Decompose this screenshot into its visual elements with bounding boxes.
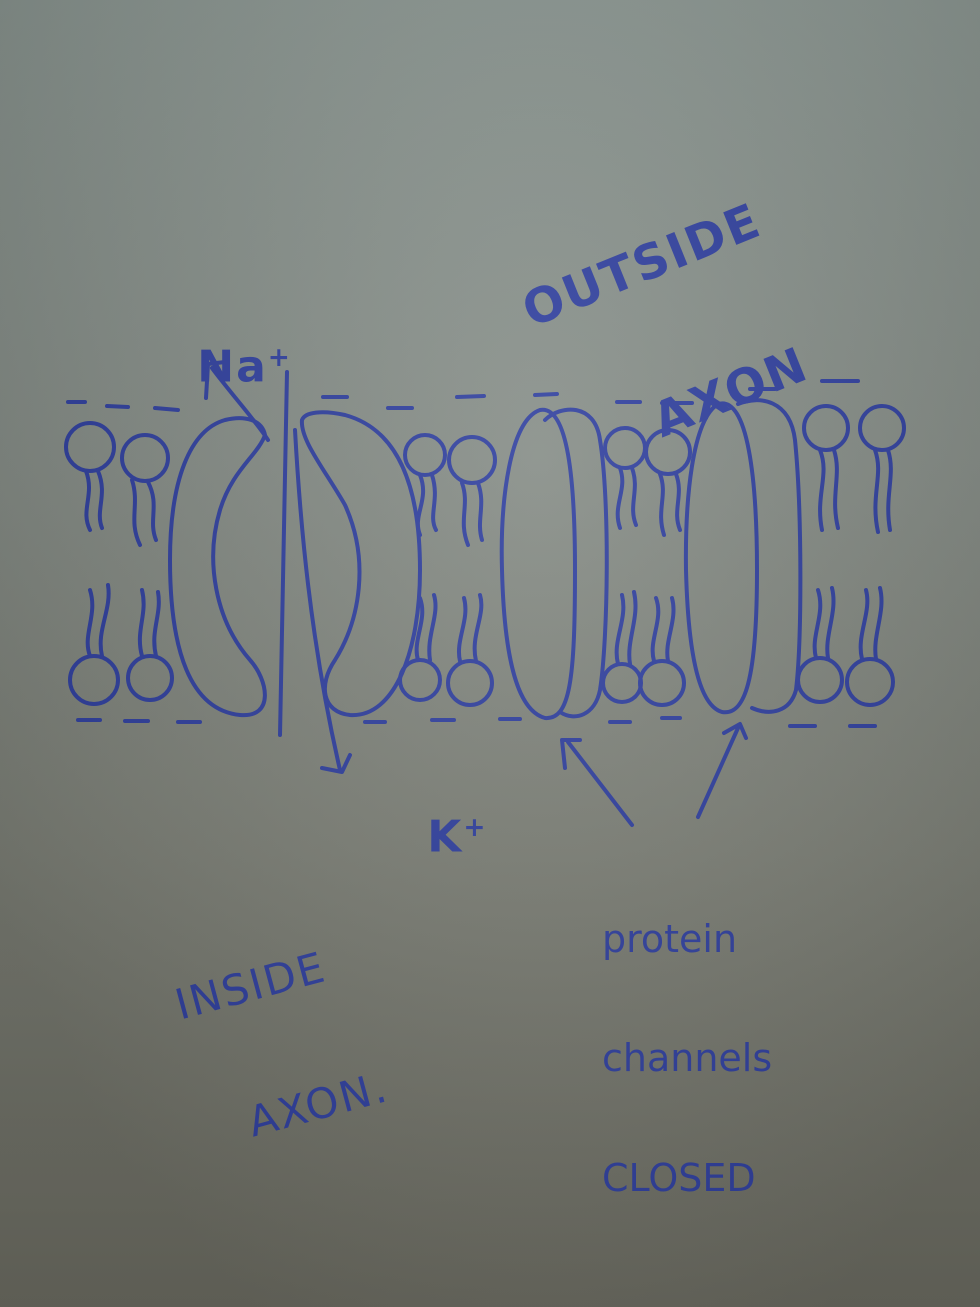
potassium-in-arrow bbox=[293, 428, 352, 774]
outside-label-line1: OUTSIDE bbox=[514, 192, 769, 339]
protein-channels-closed-label: protein channels CLOSED bbox=[602, 840, 772, 1279]
outside-charge-dashes bbox=[66, 379, 860, 412]
sodium-ion-label: Na+ bbox=[128, 298, 292, 437]
inside-label-line1: INSIDE bbox=[170, 942, 332, 1030]
closed-protein-channel-2 bbox=[683, 398, 803, 715]
inside-charge-dashes bbox=[76, 716, 877, 728]
potassium-symbol: K bbox=[427, 811, 464, 863]
channel-pointer-arrows bbox=[560, 722, 748, 827]
sodium-symbol: Na bbox=[197, 341, 268, 393]
channels-label-line3: CLOSED bbox=[602, 1156, 756, 1201]
sodium-charge: + bbox=[267, 342, 292, 374]
channels-label-line2: channels bbox=[602, 1036, 773, 1081]
sodium-out-arrow bbox=[204, 360, 270, 442]
channels-label-line1: protein bbox=[602, 916, 738, 961]
phospholipid-bilayer bbox=[64, 404, 906, 707]
potassium-charge: + bbox=[463, 812, 488, 844]
closed-protein-channel-1 bbox=[499, 407, 609, 721]
outside-label-line2: AXON bbox=[645, 336, 817, 449]
sodium-potassium-pump bbox=[168, 370, 422, 737]
inside-label-line2: AXON. bbox=[242, 1062, 394, 1148]
potassium-ion-label: K+ bbox=[358, 768, 488, 907]
